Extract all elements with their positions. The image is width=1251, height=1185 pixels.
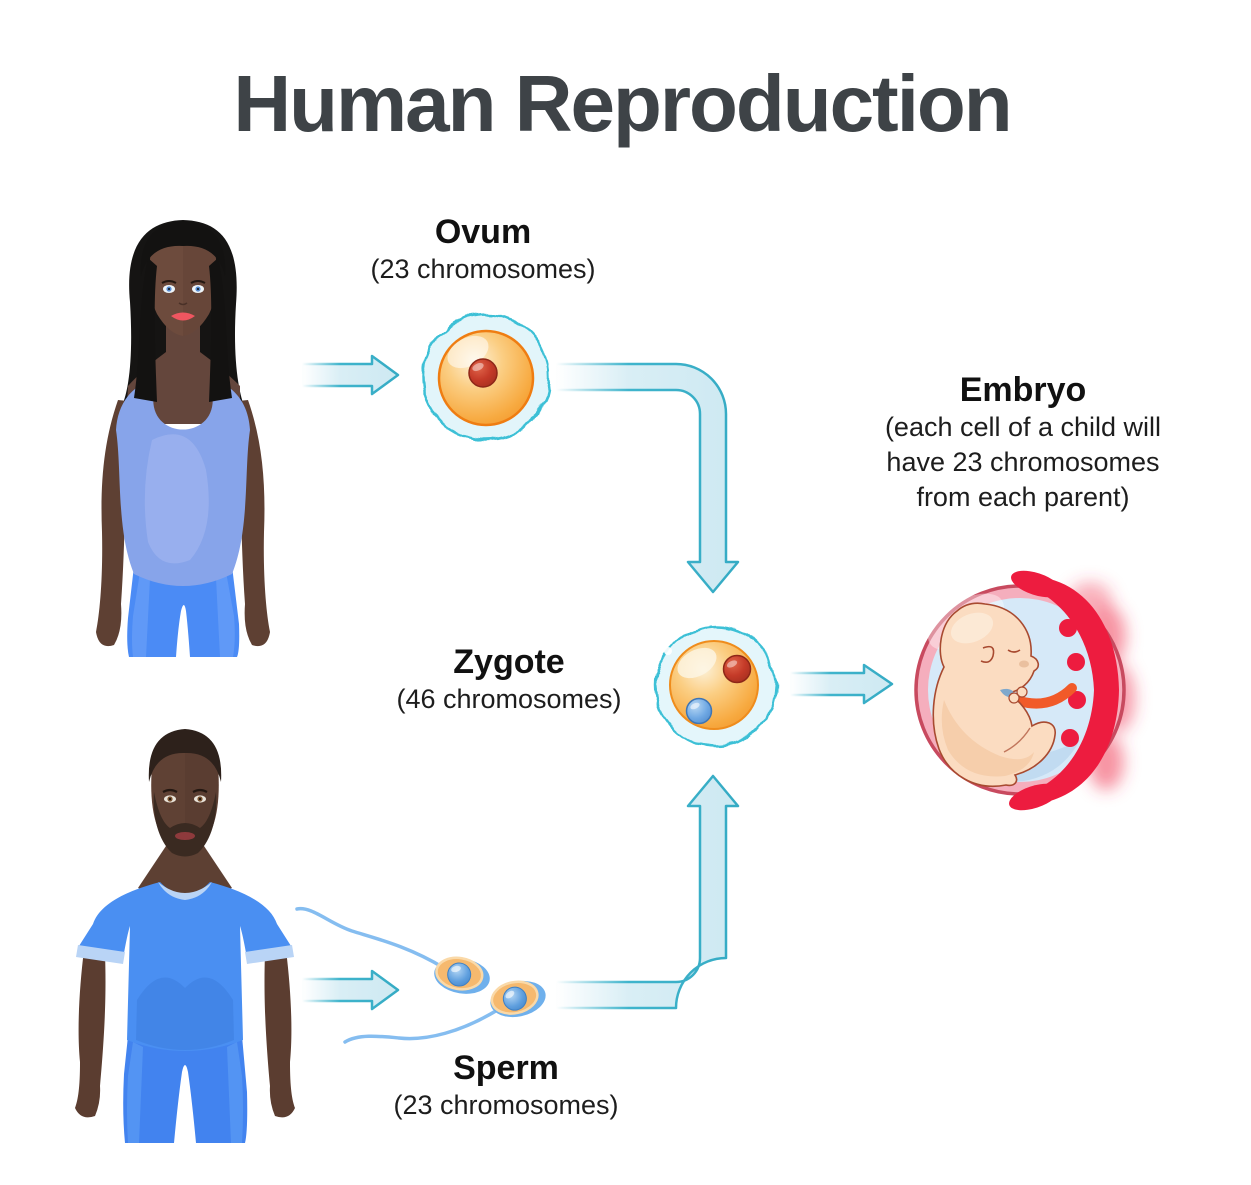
ovum-nucleus [468, 358, 498, 388]
sperm-cells-illustration [295, 907, 546, 1044]
woman-jeans [127, 566, 240, 657]
ovum-label-detail: (23 chromosomes) [370, 254, 596, 284]
embryo-label-detail-line3: from each parent) [916, 482, 1130, 512]
zygote-nucleus-red [722, 654, 752, 684]
woman-eyes [161, 280, 206, 293]
arrow-ovum-to-zygote [554, 362, 740, 594]
embryo-fetus-illustration [914, 570, 1135, 811]
man-illustration [75, 729, 295, 1143]
man-right-arm [264, 950, 295, 1118]
embryo-label: Embryo (each cell of a child will have 2… [885, 370, 1161, 515]
zygote-label-detail: (46 chromosomes) [396, 684, 622, 714]
sperm-label: Sperm (23 chromosomes) [393, 1048, 618, 1123]
zygote-label: Zygote (46 chromosomes) [396, 642, 621, 717]
ovum-label-name: Ovum [434, 213, 532, 251]
embryo-label-name: Embryo [959, 371, 1087, 409]
ovum-label: Ovum (23 chromosomes) [370, 212, 595, 287]
man-shirt [79, 882, 291, 1051]
arrow-zygote-to-embryo [788, 663, 894, 705]
man-shirt-collar [158, 882, 212, 900]
arrow-woman-to-ovum [300, 354, 400, 396]
zygote-cell-illustration [654, 624, 778, 748]
woman-face [149, 242, 217, 336]
woman-left-arm [96, 400, 137, 647]
man-beard [153, 792, 217, 857]
arrow-sperm-to-zygote [554, 774, 740, 1010]
embryo-label-detail-line2: have 23 chromosomes [886, 447, 1160, 477]
page-title: Human Reproduction [233, 59, 1012, 148]
embryo-label-detail-line1: (each cell of a child will [884, 412, 1162, 442]
man-lips [175, 832, 195, 840]
umbilical-cord [1011, 683, 1077, 709]
man-hair [148, 729, 222, 782]
zygote-nucleus-blue [685, 697, 713, 725]
ovum-cell-illustration [421, 312, 551, 442]
placenta [1026, 579, 1119, 801]
woman-illustration [96, 220, 270, 657]
woman-lips [171, 312, 195, 321]
man-left-arm [75, 950, 106, 1118]
man-eyes [162, 788, 208, 803]
sperm-label-name: Sperm [453, 1049, 559, 1087]
man-pants [123, 1036, 248, 1143]
woman-right-arm [229, 400, 270, 647]
sperm-label-detail: (23 chromosomes) [393, 1090, 619, 1120]
zygote-label-name: Zygote [453, 643, 565, 681]
arrow-man-to-sperm [300, 969, 400, 1011]
